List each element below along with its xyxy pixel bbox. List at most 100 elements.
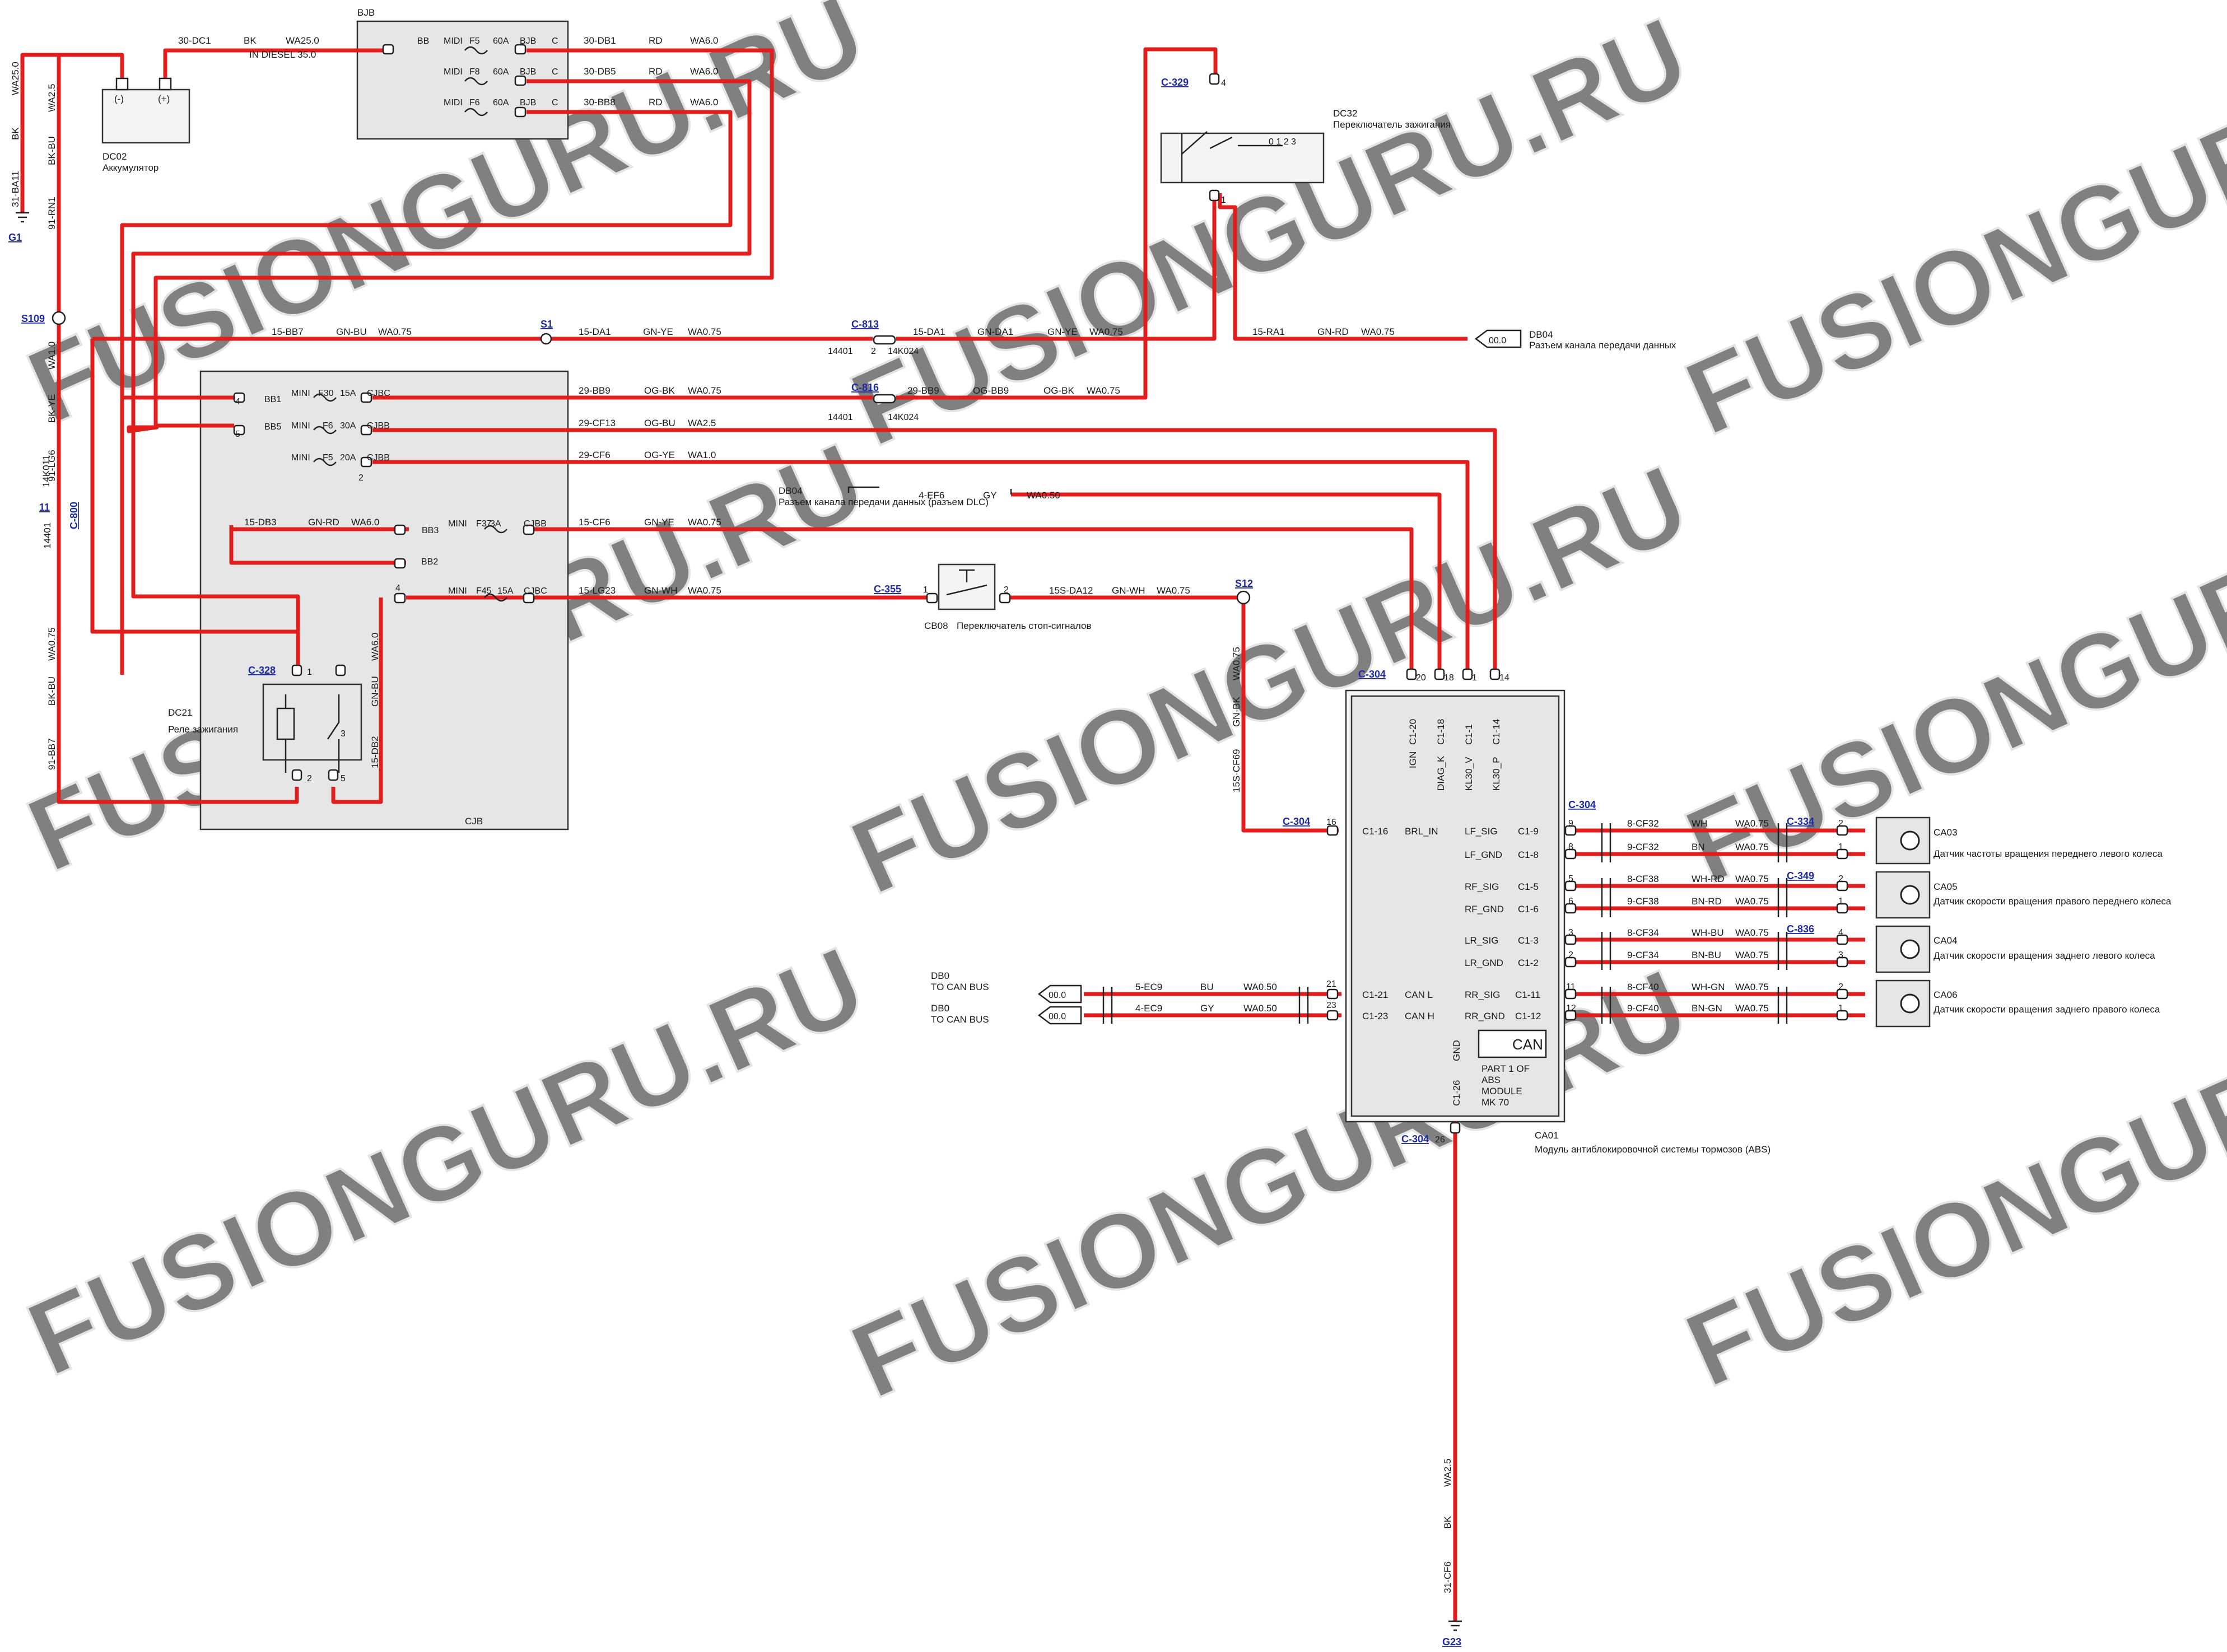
c800-label[interactable]: C-800 — [68, 502, 80, 529]
s0r0-size: WA0.75 — [1735, 818, 1769, 829]
relay-box — [262, 683, 362, 761]
left-wire-a-color: BK-YE — [46, 394, 57, 423]
s1r1-c: C1-6 — [1518, 904, 1539, 914]
cjb-row1-bb: BB5 — [264, 422, 281, 432]
abs-top-pin1-c: C1-18 — [1436, 719, 1446, 745]
abs-right-conn[interactable]: C-304 — [1568, 799, 1596, 810]
relay-pin1: 1 — [307, 668, 312, 677]
c355-label[interactable]: C-355 — [874, 584, 901, 595]
s2r1-spin: 3 — [1838, 950, 1843, 960]
s0r0-sig: LF_SIG — [1465, 826, 1498, 837]
cjb-labels: 4 BB1 MINI F30 15A CJBC 29-BB9 OG-BK WA0… — [235, 382, 1120, 768]
dlc-color: GY — [983, 490, 997, 501]
dlc-name: Разъем канала передачи данных (разъем DL… — [779, 497, 989, 507]
abs-part-line0: PART 1 OF — [1481, 1063, 1530, 1074]
ignition-switch-symbol — [1181, 131, 1283, 183]
brake-switch-symbol — [946, 569, 987, 596]
row15-w1: 15-BB7 — [272, 326, 304, 337]
cjb-row2-conn: CJBB — [367, 453, 390, 463]
row15-w1-color: GN-BU — [336, 326, 367, 337]
battery-wire-left: 31-BA11 — [10, 171, 21, 207]
brake-pin2: 2 — [1004, 585, 1009, 595]
abs-brl-conn[interactable]: C-304 — [1283, 816, 1310, 827]
s1-conn[interactable]: C-349 — [1787, 870, 1814, 881]
sensor-boxes — [1875, 816, 1931, 1028]
db-connectors — [847, 329, 1522, 1025]
battery-box — [101, 88, 190, 144]
row15-labels: 15-BB7 GN-BU WA0.75 S1 15-DA1 GN-YE WA0.… — [272, 319, 1676, 356]
bjb-row2-amp: 60A — [493, 98, 509, 108]
splice-s109-label[interactable]: S109 — [21, 313, 45, 324]
ground-g23[interactable]: G23 — [1442, 1636, 1461, 1648]
battery-code: DC02 — [103, 151, 127, 162]
dlc-labels: DB04 Разъем канала передачи данных (разъ… — [779, 486, 1060, 507]
battery-wire-right-color: BK-BU — [46, 136, 57, 165]
fuse-symbols — [313, 46, 507, 602]
c800-pin[interactable]: 11 — [39, 502, 50, 513]
abs-gnd-c: C1-26 — [1451, 1080, 1462, 1106]
bjb-row0-c: C — [552, 36, 558, 46]
s0-name: Датчик частоты вращения переднего левого… — [1934, 848, 2163, 859]
row15-w2-size: WA0.75 — [688, 326, 721, 337]
can0-c: C1-21 — [1362, 990, 1388, 1000]
abs-gnd-conn[interactable]: C-304 — [1401, 1133, 1429, 1145]
s1r0-pin: 5 — [1568, 874, 1573, 884]
splice-s1-label[interactable]: S1 — [541, 319, 553, 330]
s0-conn[interactable]: C-334 — [1787, 816, 1814, 827]
relay-pin5: 5 — [341, 774, 346, 783]
s1r0-wire: 8-CF38 — [1627, 874, 1659, 884]
abs-conn-top[interactable]: C-304 — [1358, 669, 1386, 680]
s2r0-pin: 3 — [1568, 928, 1573, 937]
cjb-row2-amp: 20A — [340, 453, 356, 463]
can1-wire: 4-EC9 — [1135, 1003, 1162, 1014]
lg-conn: CJBC — [524, 586, 547, 596]
abs-top-pin3-sig: KL30_P — [1491, 757, 1502, 791]
left-wire-b-size: WA0.75 — [46, 627, 57, 661]
bjb-row2-size: WA6.0 — [690, 97, 718, 108]
s2-conn[interactable]: C-836 — [1787, 923, 1814, 935]
db04-value: 00.0 — [1489, 336, 1506, 346]
abs-top-pin3-num: 14 — [1499, 673, 1509, 683]
can1-color: GY — [1200, 1003, 1214, 1014]
bjb-row1-amp: 60A — [493, 67, 509, 77]
lg-color: GN-WH — [644, 585, 677, 596]
bjb-row2-f: F6 — [469, 98, 480, 108]
ground-g1[interactable]: G1 — [8, 232, 22, 243]
c329-label[interactable]: C-329 — [1161, 77, 1189, 88]
s3r0-wire: 8-CF40 — [1627, 982, 1659, 992]
abs-top-pin1-num: 18 — [1444, 673, 1454, 683]
lg-mini: MINI — [448, 586, 467, 596]
c328-label[interactable]: C-328 — [248, 665, 276, 676]
watermark: FUSIONGURU.RU — [1669, 0, 2227, 458]
lg-size: WA0.75 — [688, 585, 721, 596]
ground-symbols — [16, 212, 1462, 1631]
bjb-label: BJB — [357, 7, 375, 18]
brake-pin1: 1 — [923, 585, 928, 595]
c813-label[interactable]: C-813 — [851, 319, 879, 330]
c813-a: 14401 — [828, 347, 853, 356]
s1r1-pin: 6 — [1568, 897, 1573, 906]
bb2-label: BB2 — [421, 557, 438, 567]
s2-code: CA04 — [1934, 935, 1958, 946]
s3r0-sig: RR_SIG — [1465, 990, 1500, 1000]
s2r1-sig: LR_GND — [1465, 958, 1503, 968]
s1-name: Датчик скорости вращения правого передне… — [1934, 896, 2172, 907]
cjb-row0-pin: 4 — [235, 397, 240, 407]
gear-icon — [1900, 993, 1920, 1014]
battery-terminals — [115, 77, 172, 91]
s1r1-size: WA0.75 — [1735, 896, 1769, 907]
can1-c: C1-23 — [1362, 1011, 1388, 1021]
s3r1-c: C1-12 — [1515, 1011, 1541, 1021]
bjb-row2-c: C — [552, 98, 558, 108]
db2-color: GN-BU — [370, 676, 380, 707]
bjb-row1-wire: 30-DB5 — [584, 66, 616, 77]
s2r0-sig: LR_SIG — [1465, 935, 1498, 946]
s2r1-c: C1-2 — [1518, 958, 1539, 968]
gear-icon — [1900, 939, 1920, 959]
c816-label[interactable]: C-816 — [851, 382, 879, 393]
splice-s12-label[interactable]: S12 — [1235, 578, 1253, 589]
s0r0-wire: 8-CF32 — [1627, 818, 1659, 829]
ignition-switch-labels: C-329 4 1 0 1 2 3 DC32 Переключатель заж… — [1161, 77, 1451, 205]
bb3-label: BB3 — [422, 526, 439, 535]
